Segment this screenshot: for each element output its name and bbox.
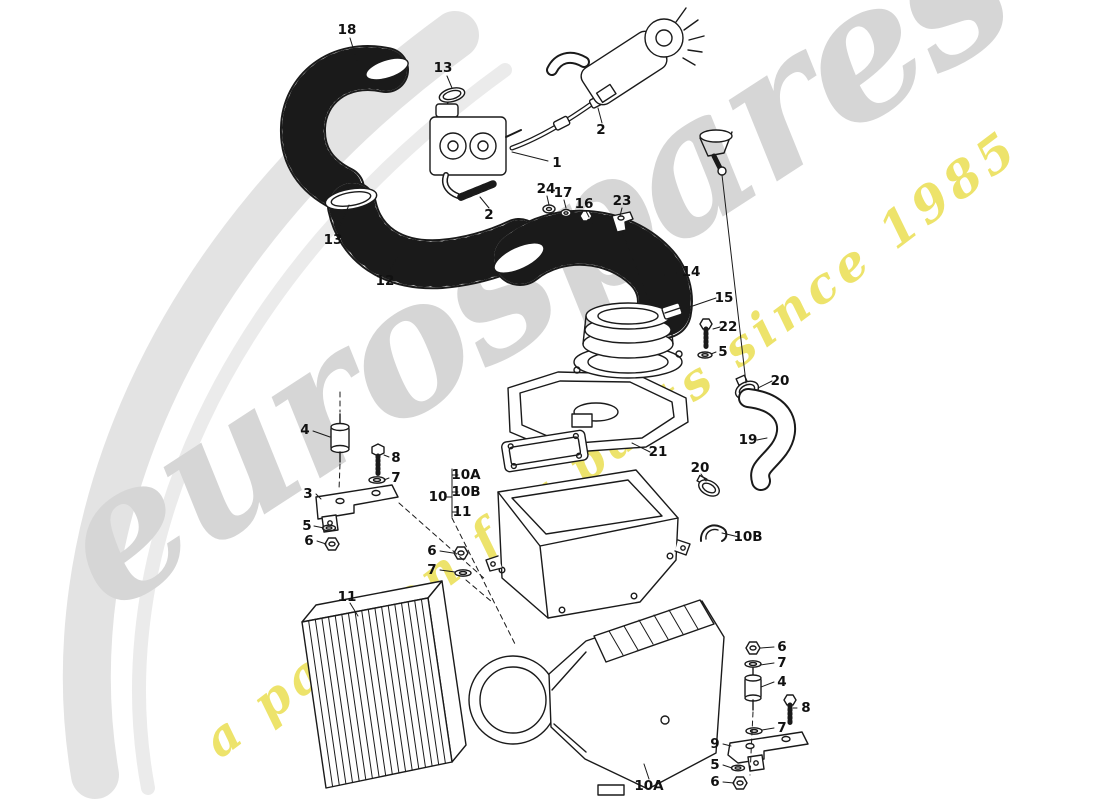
part-label-9: 9 <box>710 736 720 752</box>
part-7-washer-right-bottom <box>745 727 763 735</box>
part-label-18: 18 <box>337 22 357 38</box>
part-6-nut-right-top <box>745 641 761 655</box>
part-8-bolt-right <box>783 694 797 726</box>
part-3-bracket <box>315 484 399 533</box>
part-label-2-a: 2 <box>596 122 606 138</box>
part-22-bolt <box>699 318 713 350</box>
dashed-assembly-lines <box>338 231 754 776</box>
part-16-bolt <box>579 210 600 240</box>
part-label-10b-a: 10B <box>451 484 481 500</box>
part-19-hose <box>738 388 797 491</box>
part-24-washer <box>542 204 556 214</box>
part-6-nut-left <box>324 537 340 551</box>
part-label-7-c: 7 <box>777 655 787 671</box>
part-13-hose-clamp-small <box>438 87 466 103</box>
part-5-washer-upper <box>697 351 713 359</box>
part-17-washer <box>560 208 572 218</box>
part-9-bracket <box>727 731 809 772</box>
part-10-housing <box>485 469 691 619</box>
part-7-washer-left <box>368 476 386 484</box>
part-2-hose-stub <box>457 180 497 201</box>
part-15-clamp <box>661 302 683 320</box>
part-2-vacuum-hose-top <box>509 93 607 151</box>
part-label-5-a: 5 <box>718 344 728 360</box>
part-label-1: 1 <box>552 155 562 171</box>
air-meter-ring-stack <box>573 302 683 379</box>
part-label-15: 15 <box>714 290 734 306</box>
part-label-16: 16 <box>574 196 594 212</box>
part-label-20-b: 20 <box>690 460 710 476</box>
part-label-7-d: 7 <box>777 720 787 736</box>
part-23-bracket <box>611 211 634 233</box>
part-14-intake-boot <box>492 209 693 339</box>
part-label-22: 22 <box>718 319 738 335</box>
part-label-17: 17 <box>553 185 573 201</box>
part-5-washer-left <box>321 524 337 532</box>
part-label-20-a: 20 <box>770 373 790 389</box>
part-label-6-d: 6 <box>710 774 720 790</box>
part-label-2-b: 2 <box>484 207 494 223</box>
part-label-6-c: 6 <box>777 639 787 655</box>
part-label-8-a: 8 <box>391 450 401 466</box>
part-label-3: 3 <box>303 486 313 502</box>
part-label-23: 23 <box>612 193 632 209</box>
part-label-6-b: 6 <box>427 543 437 559</box>
part-label-7-a: 7 <box>391 470 401 486</box>
gasket-plate <box>501 429 589 473</box>
part-4-rubber-mount-left <box>330 413 350 463</box>
part-label-5-c: 5 <box>710 757 720 773</box>
part-label-10a-b: 10A <box>634 778 664 794</box>
part-label-14: 14 <box>681 264 701 280</box>
part-label-24: 24 <box>536 181 556 197</box>
part-label-8-b: 8 <box>801 700 811 716</box>
part-label-5-b: 5 <box>302 518 312 534</box>
part-6-nut-right-bottom <box>732 776 748 790</box>
part-4-rubber-mount-right <box>744 667 762 711</box>
part-label-19: 19 <box>738 432 758 448</box>
part-label-12: 12 <box>375 273 395 289</box>
part-11-filter-element <box>301 580 467 789</box>
part-label-13-b: 13 <box>323 232 343 248</box>
part-label-10b-b: 10B <box>733 529 763 545</box>
part-7-washer-center <box>454 569 472 577</box>
part-label-11-b: 11 <box>337 589 357 605</box>
part-label-10a-a: 10A <box>451 467 481 483</box>
part-18-intake-elbow-hose <box>280 45 409 212</box>
part-label-13-a: 13 <box>433 60 453 76</box>
part-8-bolt-left <box>371 443 385 477</box>
part-label-4-a: 4 <box>300 422 310 438</box>
breather-funnel <box>699 129 733 176</box>
part-10b-clip <box>699 524 728 542</box>
part-7-washer-right-top <box>744 660 762 668</box>
part-label-21: 21 <box>648 444 668 460</box>
part-21-upper-housing <box>507 371 689 454</box>
part-10a-lower-housing <box>468 599 725 796</box>
part-13-hose-clamp-large <box>324 187 378 211</box>
part-20-clamp-lower <box>696 474 720 497</box>
part-5-washer-right <box>730 764 746 772</box>
part-1-valve-body <box>429 92 522 199</box>
part-6-nut-center <box>453 546 469 560</box>
leader-lines <box>312 37 798 784</box>
part-label-4-b: 4 <box>777 674 787 690</box>
part-label-7-b: 7 <box>427 562 437 578</box>
auxiliary-air-unit <box>546 7 705 106</box>
part-label-10: 10 <box>428 489 448 505</box>
part-label-6-a: 6 <box>304 533 314 549</box>
part-label-11-a: 11 <box>452 504 472 520</box>
